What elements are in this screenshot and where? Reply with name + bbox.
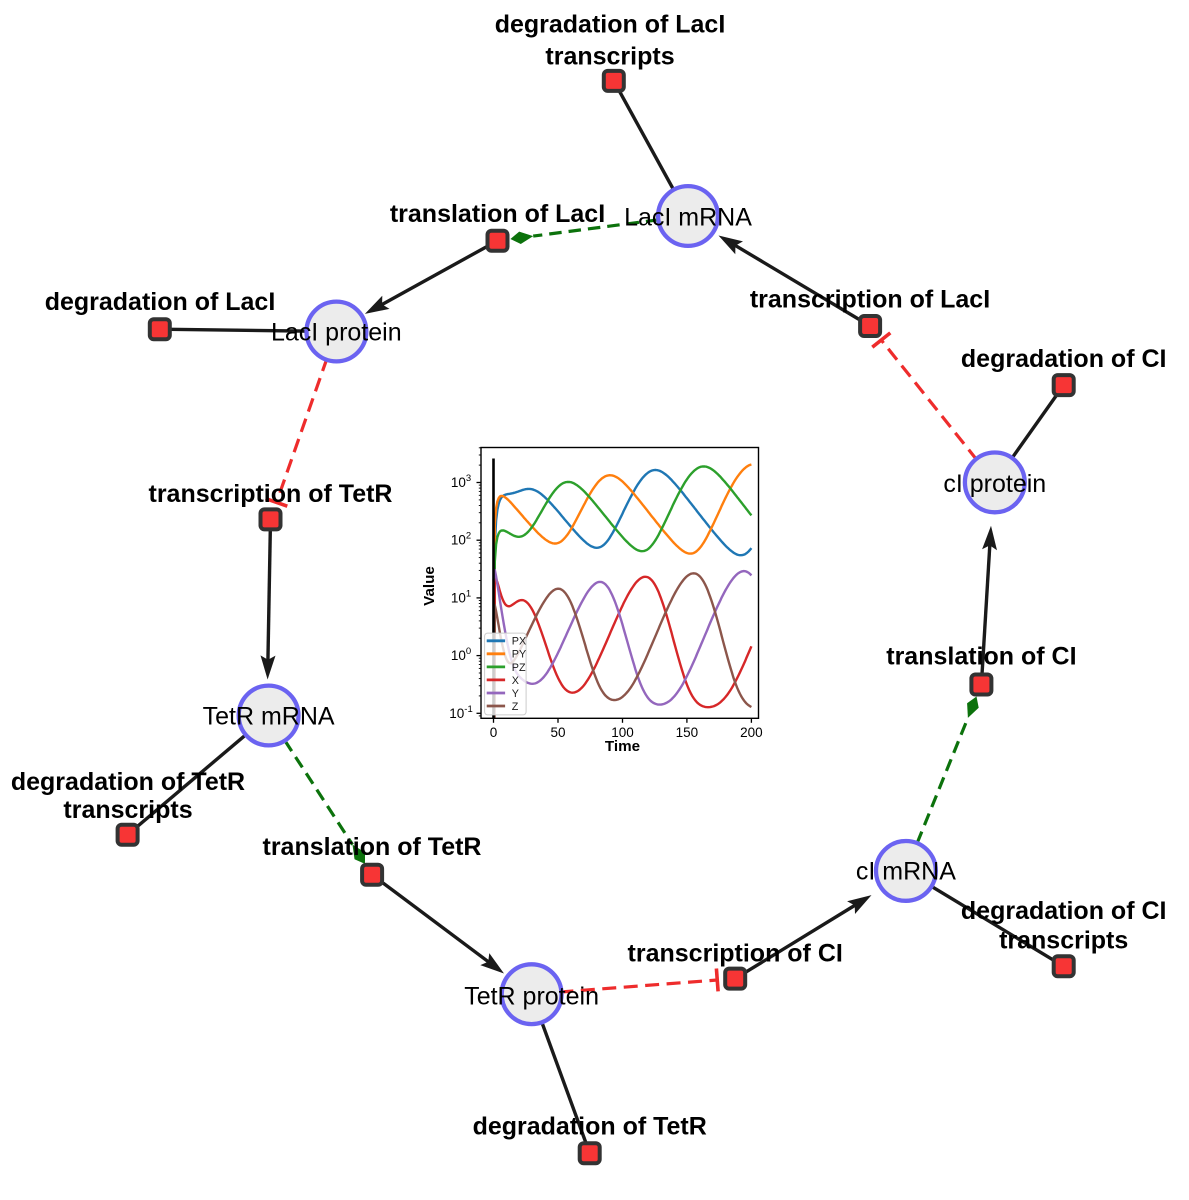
svg-text:150: 150: [676, 725, 699, 740]
svg-text:degradation of TetR: degradation of TetR: [11, 768, 245, 796]
svg-text:transcription of TetR: transcription of TetR: [149, 480, 393, 508]
svg-text:TetR protein: TetR protein: [464, 983, 599, 1011]
svg-text:0: 0: [490, 725, 498, 740]
svg-text:degradation of LacI: degradation of LacI: [45, 288, 276, 316]
svg-text:degradation of TetR: degradation of TetR: [473, 1113, 707, 1141]
svg-text:translation of CI: translation of CI: [886, 642, 1076, 670]
svg-text:Value: Value: [421, 566, 438, 606]
svg-text:degradation of CI: degradation of CI: [961, 345, 1167, 373]
svg-text:Y: Y: [512, 688, 519, 700]
svg-text:200: 200: [740, 725, 763, 740]
svg-text:degradation of CI: degradation of CI: [961, 897, 1167, 925]
svg-text:translation of TetR: translation of TetR: [263, 833, 482, 861]
svg-text:TetR mRNA: TetR mRNA: [203, 702, 335, 730]
svg-text:transcripts: transcripts: [63, 796, 192, 824]
svg-text:100: 100: [611, 725, 634, 740]
svg-text:transcription of CI: transcription of CI: [628, 939, 843, 967]
svg-text:LacI mRNA: LacI mRNA: [624, 203, 752, 231]
svg-text:translation of LacI: translation of LacI: [390, 200, 605, 228]
svg-text:LacI protein: LacI protein: [271, 318, 402, 346]
svg-text:50: 50: [550, 725, 565, 740]
svg-text:transcripts: transcripts: [545, 42, 674, 70]
svg-text:PY: PY: [512, 649, 526, 661]
svg-text:Z: Z: [512, 701, 519, 713]
svg-text:Time: Time: [605, 738, 640, 755]
svg-text:transcripts: transcripts: [999, 926, 1128, 954]
svg-text:X: X: [512, 675, 519, 687]
svg-text:PX: PX: [512, 636, 526, 648]
svg-text:PZ: PZ: [512, 662, 526, 674]
svg-text:cI protein: cI protein: [943, 470, 1046, 498]
svg-text:transcription of LacI: transcription of LacI: [750, 286, 990, 314]
svg-text:degradation of LacI: degradation of LacI: [495, 11, 726, 39]
svg-text:cI mRNA: cI mRNA: [856, 858, 956, 886]
